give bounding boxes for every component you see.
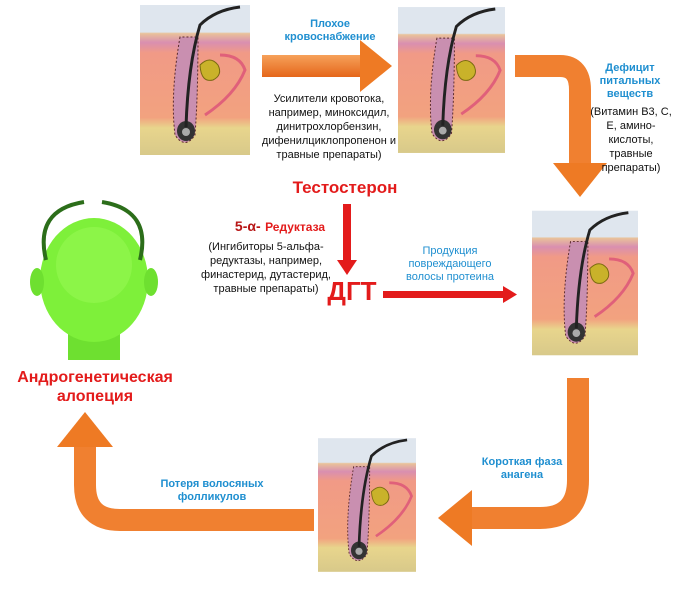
vitamins-note: (Витамин B3, C, E, амино-кислоты, травны… xyxy=(590,106,672,174)
poor-blood-supply-label: Плохое кровоснабжение xyxy=(284,18,376,43)
enzyme-prefix: 5-α- xyxy=(234,218,261,234)
dht-label: ДГТ xyxy=(327,276,377,306)
arrow-bottom-left xyxy=(57,412,314,531)
arrow-testosterone-to-dht xyxy=(337,204,357,275)
follicle-image-3 xyxy=(532,209,638,357)
follicle-image-4 xyxy=(318,436,416,574)
enzyme-name: Редуктаза xyxy=(265,220,326,234)
alopecia-label: Андрогенетическая алопеция xyxy=(17,369,173,405)
arrow-right-top xyxy=(515,55,607,197)
protein-production-label: Продукция повреждающего волосы протеина xyxy=(405,245,495,283)
follicle-loss-label: Потеря волосяных фолликулов xyxy=(160,478,264,503)
follicle-image-2 xyxy=(398,5,505,155)
arrow-dht-to-follicle xyxy=(383,286,517,303)
follicle-image-1 xyxy=(140,5,250,155)
blood-flow-enhancers-note: Усилители кровотока, например, миноксиди… xyxy=(261,93,397,161)
short-anagen-label: Короткая фаза анагена xyxy=(481,456,563,481)
arrow-right-bottom xyxy=(438,378,589,546)
testosterone-label: Тестостерон xyxy=(292,178,398,197)
arrow-top xyxy=(262,40,392,92)
inhibitors-note: (Ингибиторы 5-альфа-редуктазы, например,… xyxy=(201,241,331,295)
nutrient-deficit-label: Дефицит питальных веществ xyxy=(599,62,661,100)
bald-head-icon xyxy=(30,200,158,360)
reductase-label: 5-α- Редуктаза xyxy=(220,218,340,236)
